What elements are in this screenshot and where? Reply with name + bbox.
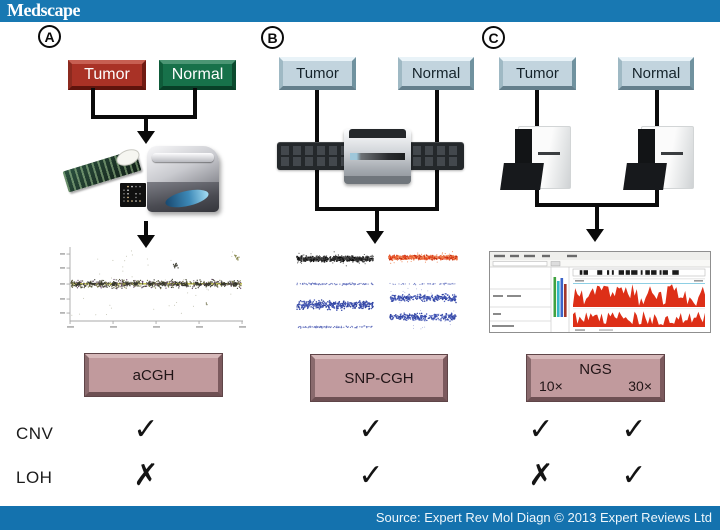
cnv-mark-ngs10x: ✓ [528, 412, 554, 447]
arrow-down-icon [586, 229, 604, 242]
microarray-chip-image [120, 183, 146, 207]
logr-plot-tumor [296, 251, 374, 267]
baf-plot-left [296, 282, 374, 329]
normal-box-b: Normal [398, 57, 474, 90]
panel-label-c: C [482, 26, 505, 49]
arrow-shaft [144, 119, 148, 133]
connector-line [315, 207, 439, 211]
sequencer-base [500, 163, 544, 190]
row-label-loh: LOH [16, 468, 53, 487]
tumor-box-a: Tumor [68, 60, 146, 90]
footer-bar: Source: Expert Rev Mol Diagn © 2013 Expe… [0, 506, 720, 530]
method-box-acgh: aCGH [85, 354, 222, 396]
tumor-box-b: Tumor [279, 57, 356, 90]
sequencer-tower [515, 129, 532, 173]
sequencer-tower [638, 129, 655, 173]
coverage-30x-label: 30× [628, 378, 652, 394]
arrow-shaft [595, 207, 599, 231]
ngs-label: NGS [579, 361, 612, 378]
connector-line [535, 203, 659, 207]
cnv-mark-acgh: ✓ [133, 412, 159, 447]
scanner-lid [349, 129, 406, 138]
loh-mark-ngs30x: ✓ [621, 458, 647, 493]
method-box-ngs: NGS 10× 30× [527, 355, 664, 401]
loh-mark-ngs10x: ✗ [528, 458, 554, 493]
arrow-down-icon [137, 235, 155, 248]
sequencer-slot [538, 152, 560, 155]
source-text: Source: Expert Rev Mol Diagn © 2013 Expe… [375, 510, 712, 525]
arrow-shaft [144, 221, 148, 237]
sequencer-base [623, 163, 667, 190]
scanner-lid [152, 153, 214, 162]
connector-line [91, 115, 197, 119]
connector-line [91, 88, 95, 117]
arrow-down-icon [366, 231, 384, 244]
scanner-slot [350, 153, 405, 160]
acgh-ratio-plot [60, 247, 246, 328]
loh-mark-acgh: ✗ [133, 458, 159, 493]
panel-label-b: B [261, 26, 284, 49]
snp-scanner-image [344, 129, 411, 184]
arrow-shaft [375, 211, 379, 233]
loh-mark-snpcgh: ✓ [358, 458, 384, 493]
sequencer-slot [661, 152, 683, 155]
cnv-mark-snpcgh: ✓ [358, 412, 384, 447]
arrow-down-icon [137, 131, 155, 144]
logr-plot-normal [388, 251, 458, 264]
sequencer-image [500, 126, 571, 190]
method-box-snpcgh: SNP-CGH [311, 355, 447, 401]
row-label-cnv: CNV [16, 424, 54, 443]
normal-box-a: Normal [159, 60, 236, 90]
normal-box-c: Normal [618, 57, 694, 90]
genome-browser-screenshot [489, 251, 711, 333]
tumor-box-c: Tumor [499, 57, 576, 90]
baf-plot-right [389, 282, 457, 330]
scanner-base [344, 176, 411, 184]
sequencer-image [623, 126, 694, 190]
connector-line [193, 88, 197, 117]
header-bar: Medscape [0, 0, 720, 22]
medscape-logo: Medscape [7, 0, 80, 20]
panel-label-a: A [38, 25, 61, 48]
coverage-10x-label: 10× [539, 378, 563, 394]
cnv-mark-ngs30x: ✓ [621, 412, 647, 447]
array-scanner-image [147, 146, 219, 212]
